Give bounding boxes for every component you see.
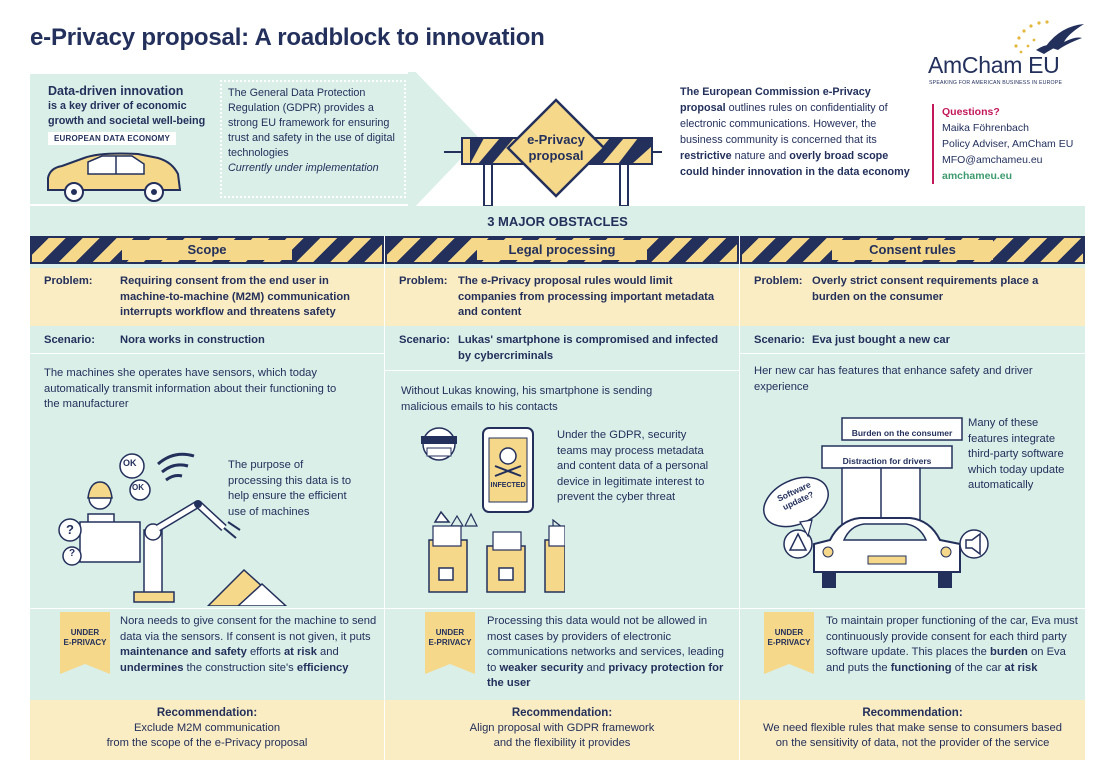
consent-story: Her new car has features that enhance sa… bbox=[754, 365, 1033, 393]
column-legal: Legal processing Problem: The e-Privacy … bbox=[385, 236, 739, 760]
legal-under-text: Processing this data would not be allowe… bbox=[487, 615, 724, 689]
ok-bubble-1: OK bbox=[123, 458, 137, 468]
scope-purpose: The purpose of processing this data is t… bbox=[228, 459, 352, 518]
question-bubble-2: ? bbox=[69, 548, 76, 559]
consent-problem-text: Overly strict consent requirements place… bbox=[812, 275, 1039, 303]
scenario-label: Scenario: bbox=[754, 334, 805, 346]
logo-tagline: SPEAKING FOR AMERICAN BUSINESS IN EUROPE bbox=[929, 80, 1063, 86]
hacker-phone-illustration bbox=[421, 427, 565, 593]
legal-scenario-text: Lukas' smartphone is compromised and inf… bbox=[458, 334, 719, 362]
car-boxes-illustration bbox=[763, 417, 989, 588]
obstacles-title: 3 MAJOR OBSTACLES bbox=[487, 214, 628, 229]
commission-bold-4: overly broad scope could hinder innovati… bbox=[680, 150, 910, 178]
scope-problem: Problem: Requiring consent from the end … bbox=[30, 268, 384, 326]
gdpr-status: Currently under implementation bbox=[228, 162, 379, 174]
contact-heading: Questions? bbox=[942, 106, 1000, 118]
consent-under-text: To maintain proper functioning of the ca… bbox=[826, 615, 1078, 674]
scope-under-text: Nora needs to give consent for the machi… bbox=[120, 615, 377, 674]
consent-header: Consent rules bbox=[740, 236, 1085, 264]
legal-recommendation: Recommendation: Align proposal with GDPR… bbox=[385, 700, 739, 760]
obstacles-band bbox=[30, 206, 1085, 236]
legal-header: Legal processing bbox=[385, 236, 739, 264]
contact-name: Maika Föhrenbach bbox=[942, 122, 1029, 134]
consent-features: Many of these features integrate third-p… bbox=[968, 417, 1065, 491]
ddi-badge: EUROPEAN DATA ECONOMY bbox=[48, 132, 177, 145]
problem-label: Problem: bbox=[44, 275, 93, 287]
distraction-box: Distraction for drivers bbox=[842, 456, 932, 466]
contact-block: Questions? Maika Föhrenbach Policy Advis… bbox=[932, 104, 1102, 184]
legal-story: Without Lukas knowing, his smartphone is… bbox=[401, 385, 653, 413]
commission-text-1: outlines rules on confidentiality of ele… bbox=[680, 102, 888, 146]
consent-scenario-text: Eva just bought a new car bbox=[812, 334, 951, 346]
contact-website[interactable]: amchameu.eu bbox=[942, 170, 1013, 182]
scenario-label: Scenario: bbox=[44, 334, 95, 346]
logo-text: AmCham EU bbox=[928, 52, 1060, 78]
ddi-title: Data-driven innovation bbox=[48, 84, 184, 98]
infected-label: INFECTED bbox=[490, 482, 526, 489]
contact-email[interactable]: MFO@amchameu.eu bbox=[942, 154, 1043, 166]
consent-recommendation: Recommendation: We need flexible rules t… bbox=[740, 700, 1085, 760]
ok-bubble-2: OK bbox=[132, 483, 144, 492]
ddi-block: Data-driven innovation is a key driver o… bbox=[48, 84, 218, 146]
commission-text-2: nature and bbox=[731, 150, 790, 162]
page-title: e-Privacy proposal: A roadblock to innov… bbox=[30, 24, 545, 51]
scope-recommendation: Recommendation: Exclude M2M communicatio… bbox=[30, 700, 384, 760]
consent-problem: Problem: Overly strict consent requireme… bbox=[740, 268, 1085, 326]
commission-bold-2: proposal bbox=[680, 102, 726, 114]
column-scope: Scope Problem: Requiring consent from th… bbox=[30, 236, 384, 760]
roadblock-label-2: proposal bbox=[528, 148, 584, 163]
column-consent: Consent rules Problem: Overly strict con… bbox=[740, 236, 1085, 760]
gdpr-box: The General Data Protection Regulation (… bbox=[220, 80, 406, 198]
construction-illustration bbox=[58, 452, 288, 606]
commission-text: The European Commission e-Privacy propos… bbox=[680, 84, 910, 180]
car-illustration bbox=[47, 152, 182, 202]
consent-title: Consent rules bbox=[832, 240, 993, 260]
amcham-logo: AmCham EU SPEAKING FOR AMERICAN BUSINESS… bbox=[928, 16, 1088, 88]
gdpr-text: The General Data Protection Regulation (… bbox=[228, 87, 395, 159]
legal-gdpr: Under the GDPR, security teams may proce… bbox=[557, 429, 709, 503]
contact-role: Policy Adviser, AmCham EU bbox=[942, 138, 1074, 150]
problem-label: Problem: bbox=[399, 275, 448, 287]
scope-title: Scope bbox=[122, 240, 292, 260]
question-bubble-1: ? bbox=[66, 522, 74, 537]
burden-box: Burden on the consumer bbox=[851, 428, 953, 438]
problem-label: Problem: bbox=[754, 275, 803, 287]
commission-bold-3: restrictive bbox=[680, 150, 732, 162]
roadblock-sign: e-Privacy proposal bbox=[440, 96, 665, 206]
scenario-label: Scenario: bbox=[399, 334, 450, 346]
scope-problem-text: Requiring consent from the end user in m… bbox=[120, 275, 350, 318]
scope-header: Scope bbox=[30, 236, 384, 264]
legal-title: Legal processing bbox=[477, 240, 647, 260]
legal-problem-text: The e-Privacy proposal rules would limit… bbox=[458, 275, 715, 318]
eagle-stars-icon bbox=[1014, 20, 1084, 54]
commission-bold-1: The European Commission e-Privacy bbox=[680, 86, 871, 98]
scope-scenario-text: Nora works in construction bbox=[120, 334, 265, 346]
scope-story: The machines she operates have sensors, … bbox=[44, 367, 337, 410]
roadblock-label-1: e-Privacy bbox=[527, 132, 585, 147]
ddi-text: is a key driver of economic growth and s… bbox=[48, 100, 206, 127]
legal-problem: Problem: The e-Privacy proposal rules wo… bbox=[385, 268, 739, 326]
